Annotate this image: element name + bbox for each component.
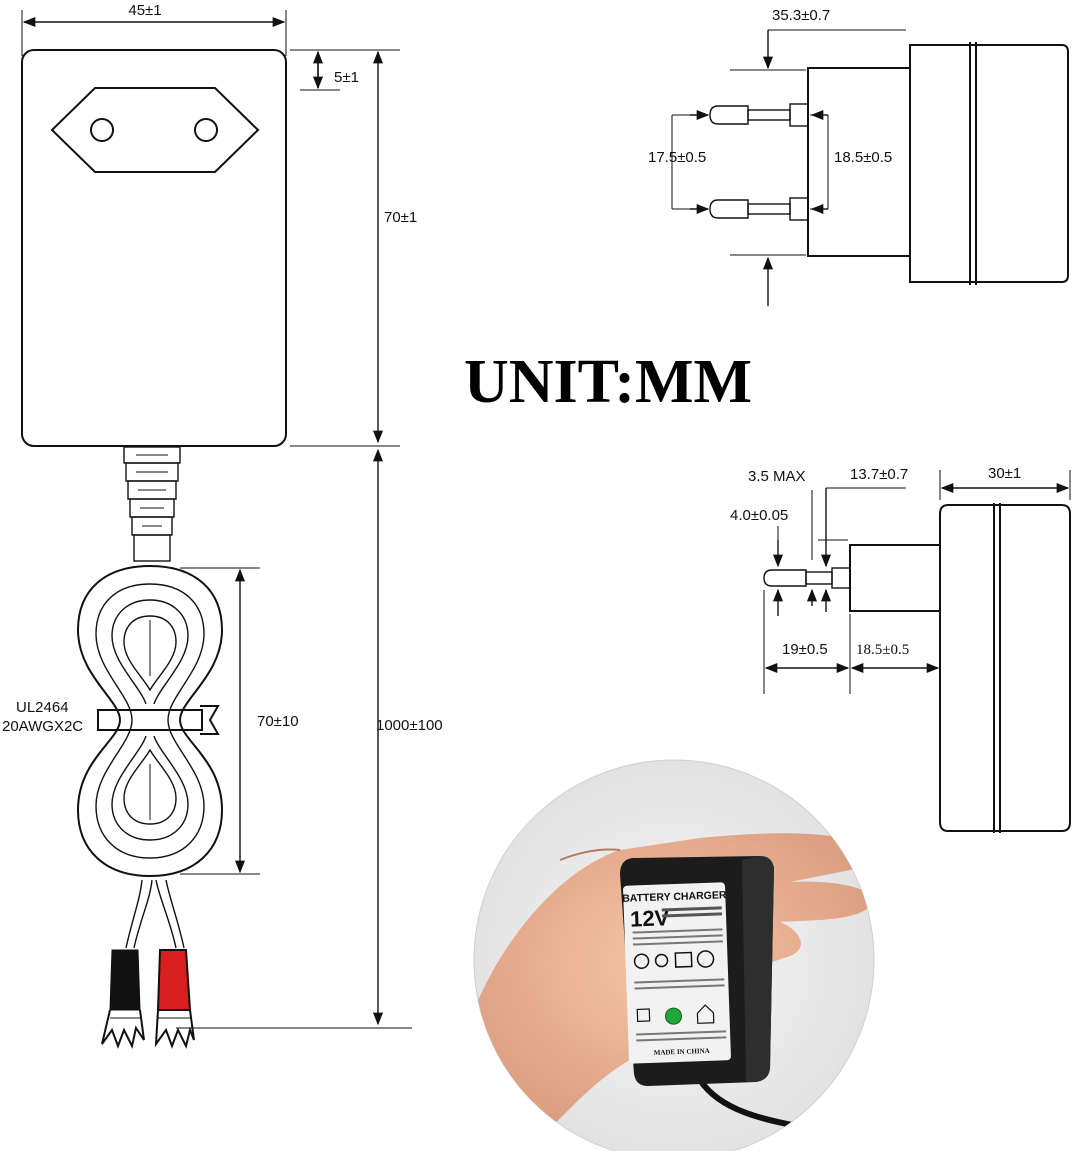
top-margin-dimension: 5±1 [334, 69, 359, 86]
strain-relief [123, 446, 181, 562]
product-photo: BATTERY CHARGER 12V MADE IN CHINA [473, 759, 875, 1151]
coiled-cable [76, 564, 224, 878]
width-dimension: 45±1 [128, 2, 161, 19]
height-dimension: 70±1 [384, 209, 417, 226]
front-view: 45±1 5±1 70±1 [2, 2, 443, 1049]
unit-label: UNIT:MM [464, 348, 752, 416]
pin-diameter-dimension: 4.0±0.05 [730, 507, 788, 524]
label-made-in: MADE IN CHINA [654, 1047, 710, 1057]
cable-tie [97, 709, 203, 731]
black-clip [101, 949, 145, 1049]
plug-pin-right [194, 118, 218, 142]
body-depth-dimension: 30±1 [988, 465, 1021, 482]
label-title: BATTERY CHARGER [622, 889, 727, 905]
led-indicator [665, 1007, 683, 1025]
depth-dimension: 35.3±0.7 [772, 7, 830, 24]
red-clip [154, 949, 195, 1049]
coil-length-dimension: 70±10 [257, 713, 299, 730]
pin-base-dimension: 18.5±0.5 [856, 642, 909, 658]
euro-plug-outline [50, 87, 260, 173]
cable-length-dimension: 1000±100 [376, 717, 443, 734]
side-view-bottom: 3.5 MAX 13.7±0.7 30±1 4.0±0.05 19±0.5 18… [730, 465, 1071, 833]
pin-outer-spacing: 17.5±0.5 [648, 149, 706, 166]
plug-depth-dimension: 13.7±0.7 [850, 466, 908, 483]
cable-spec-line2: 20AWGX2C [2, 718, 83, 735]
adapter-body-front [21, 49, 287, 447]
side-view-top: 35.3±0.7 17.5±0.5 18.5±0.5 [648, 7, 1069, 306]
cable-spec-line1: UL2464 [16, 699, 69, 716]
pin-length-dimension: 19±0.5 [782, 641, 828, 658]
plug-pin-left [90, 118, 114, 142]
pin-inner-spacing: 18.5±0.5 [834, 149, 892, 166]
pin-max-dimension: 3.5 MAX [748, 468, 806, 485]
